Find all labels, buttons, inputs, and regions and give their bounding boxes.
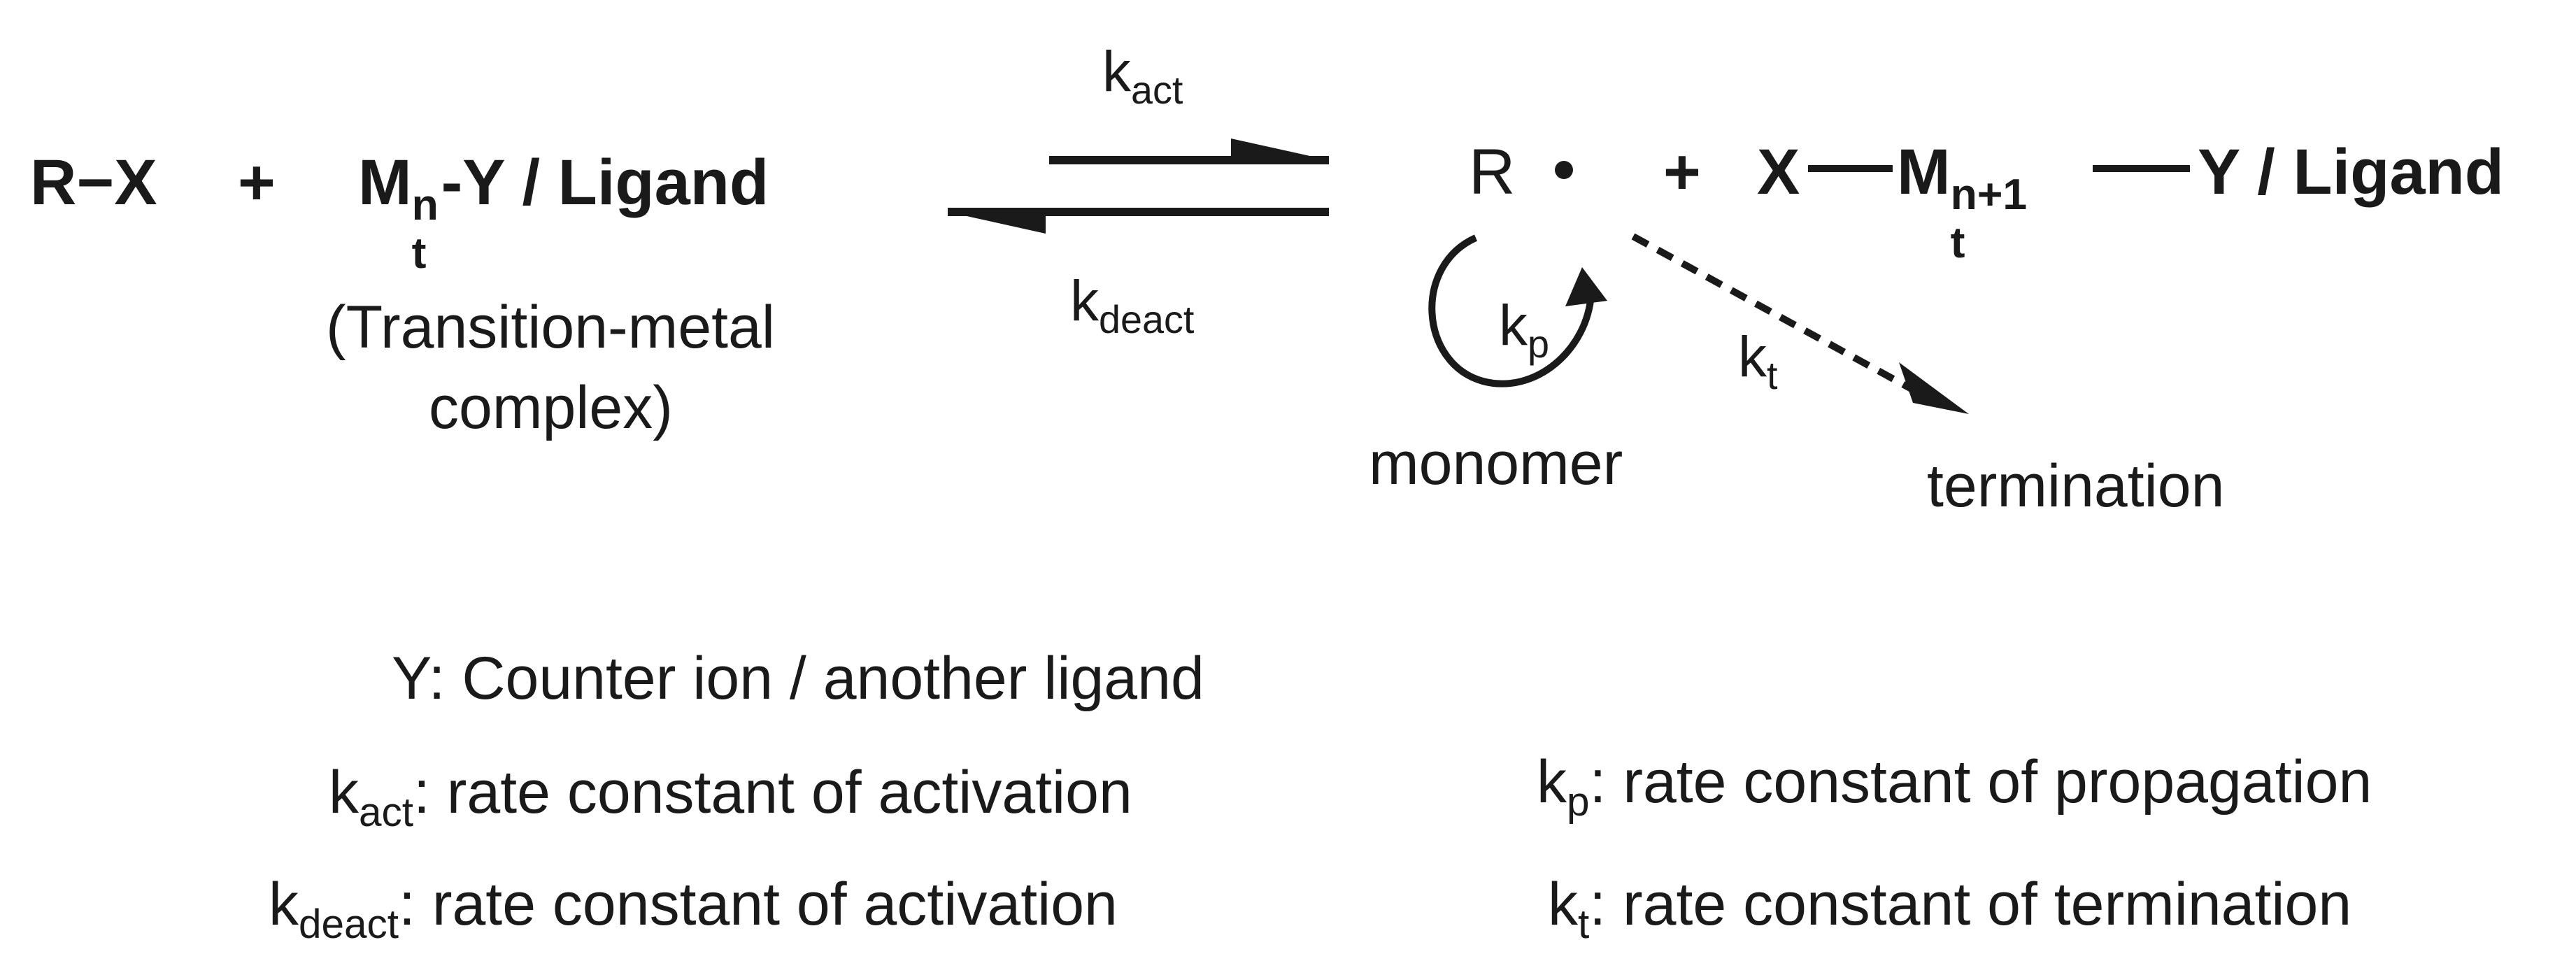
legend-kt-desc: : rate constant of termination [1589,871,2352,938]
alkyl-halide: R−X [30,150,157,215]
legend-kdeact-subscript: deact [299,901,399,947]
legend-kt: kt: rate constant of termination [1548,874,2351,944]
metal-m-higher: M [1897,136,1951,208]
radical-dot [1555,161,1573,179]
radical-r: R [1469,136,1516,208]
kt-subscript: t [1767,353,1778,397]
kp-label: kp [1499,294,1549,364]
propagation-arrow-head [1565,267,1607,306]
kp-k: k [1499,294,1528,357]
kt-k: k [1738,325,1767,389]
right-plus: + [1663,136,1701,208]
legend-kp-subscript: p [1567,778,1590,825]
kt-label: kt [1738,329,1778,395]
alkyl-halide-r: R [30,147,77,218]
kp-subscript: p [1528,322,1550,366]
y-ligand-higher: Y / Ligand [2198,136,2504,208]
monomer-label: monomer [1369,430,1623,497]
kact-k: k [1102,40,1131,104]
legend-kp-k: k [1537,748,1567,816]
termination-label: termination [1927,453,2225,520]
legend-kp-desc: : rate constant of propagation [1589,748,2372,816]
legend-kact-desc: : rate constant of activation [413,759,1132,826]
left-plus: + [238,147,276,218]
legend-kt-k: k [1548,871,1578,938]
halide-x: X [1757,136,1800,208]
kact-label: kact [1102,40,1183,110]
metal-subscript: t [411,228,427,278]
alkyl-halide-x: X [114,147,157,218]
legend-kp: kp: rate constant of propagation [1537,752,2372,822]
kdeact-subscript: deact [1099,297,1195,341]
metal-subscript-higher: t [1950,218,1965,267]
metal-caption-line2: complex) [429,374,673,441]
kdeact-k: k [1070,269,1099,333]
metal-m: M [358,147,412,218]
legend-y: Y: Counter ion / another ligand [392,645,1204,712]
metal-ligand-text: -Y / Ligand [441,147,769,218]
forward-arrow-head [1231,138,1329,160]
legend-kact-k: k [329,759,359,826]
kdeact-label: kdeact [1070,273,1194,339]
propagation-curved-arrow [1428,234,1595,387]
alkyl-halide-bond: − [76,147,115,218]
legend-kact-subscript: act [359,789,413,835]
kact-subscript: act [1131,68,1183,112]
legend-kt-subscript: t [1578,901,1590,947]
metal-caption-line1: (Transition-metal [326,294,775,361]
termination-arrow-head [1899,362,1969,414]
legend-kdeact-desc: : rate constant of activation [399,871,1118,938]
metal-oxidation-state-higher: n+1 [1950,169,2028,219]
backward-arrow-head [948,212,1046,234]
legend-kdeact: kdeact: rate constant of activation [269,874,1118,944]
legend-kact: kact: rate constant of activation [329,759,1132,832]
legend-kdeact-k: k [269,871,299,938]
metal-oxidation-state: n [411,180,439,229]
